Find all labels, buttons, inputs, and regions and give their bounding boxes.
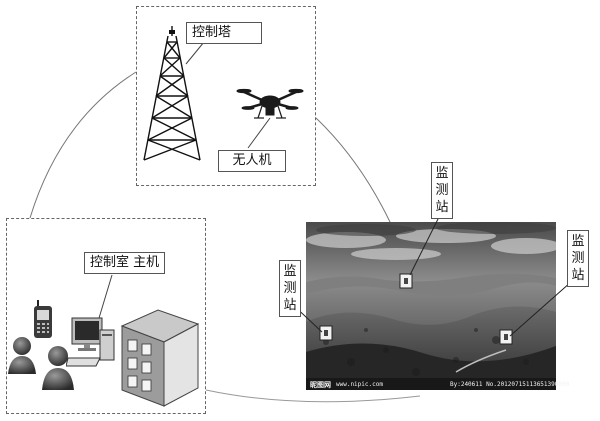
control-tower-icon (143, 26, 201, 161)
photo-source-site: www.nipic.com (336, 381, 383, 388)
desktop-computer-icon (66, 317, 115, 367)
station-device-right (499, 329, 513, 345)
station-device-left (319, 325, 333, 341)
station-device-top (399, 273, 413, 289)
station-label-left: 监测站 (279, 260, 301, 317)
tower-box (136, 6, 316, 186)
drone-label: 无人机 (218, 150, 286, 172)
station-label-top: 监测站 (431, 162, 453, 219)
link-tower-to-stations (315, 117, 391, 223)
control-room-box (6, 218, 206, 414)
photo-source-logo: 昵图网 (310, 381, 331, 389)
terrain-photo (306, 222, 556, 390)
building-icon (120, 309, 200, 407)
control-room-host-label: 控制室 主机 (84, 252, 166, 274)
mobile-phone-icon (34, 300, 52, 338)
link-tower-to-control-room (29, 71, 137, 219)
photo-image-id: By:240611 No.20120715113651390000 (450, 381, 570, 388)
users-icon (8, 337, 74, 390)
control-tower-label: 控制塔 (186, 22, 262, 44)
station-label-right: 监测站 (567, 230, 589, 287)
drone-icon (236, 88, 304, 119)
link-control-room-to-stations (205, 389, 421, 403)
